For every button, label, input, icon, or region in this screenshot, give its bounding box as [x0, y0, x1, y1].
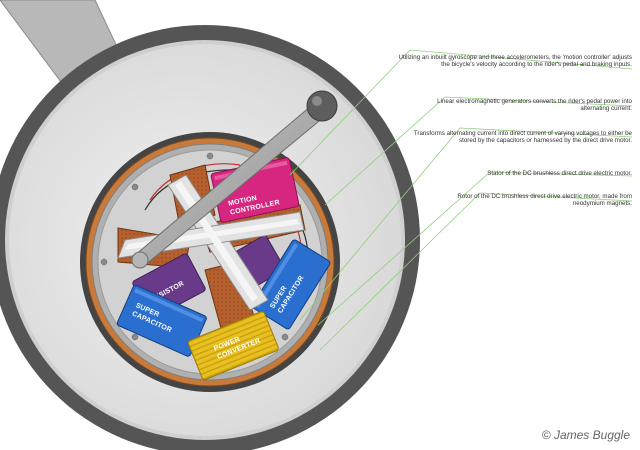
leader-line-motion-controller — [289, 49, 633, 176]
callout-rotor: Rotor of the DC brushless direct drive e… — [457, 193, 632, 208]
leader-line-rotor — [319, 192, 633, 351]
leader-line-stator — [317, 171, 633, 326]
callout-motion-controller: Utilizing an inbuilt gyroscope and three… — [398, 54, 632, 69]
callout-leader-lines — [289, 49, 633, 351]
crank-arm — [131, 90, 338, 269]
leader-line-power-converter — [299, 127, 633, 321]
callout-generators: Linear electromagnetic generators conver… — [437, 98, 632, 113]
callout-stator: Stator of the DC brushless direct drive … — [487, 170, 632, 177]
leader-line-generators — [324, 96, 633, 206]
power-converter: POWER CONVERTER — [187, 311, 279, 380]
callout-power-converter: Transforms alternating current into dire… — [413, 130, 632, 145]
super-capacitor-right: SUPER CAPACITOR — [251, 239, 331, 330]
artist-credit: © James Buggle — [541, 428, 630, 442]
crank-pivot — [131, 251, 149, 269]
super-capacitor-left: SUPER CAPACITOR — [116, 284, 207, 357]
crank-pedal-knob — [306, 90, 338, 122]
